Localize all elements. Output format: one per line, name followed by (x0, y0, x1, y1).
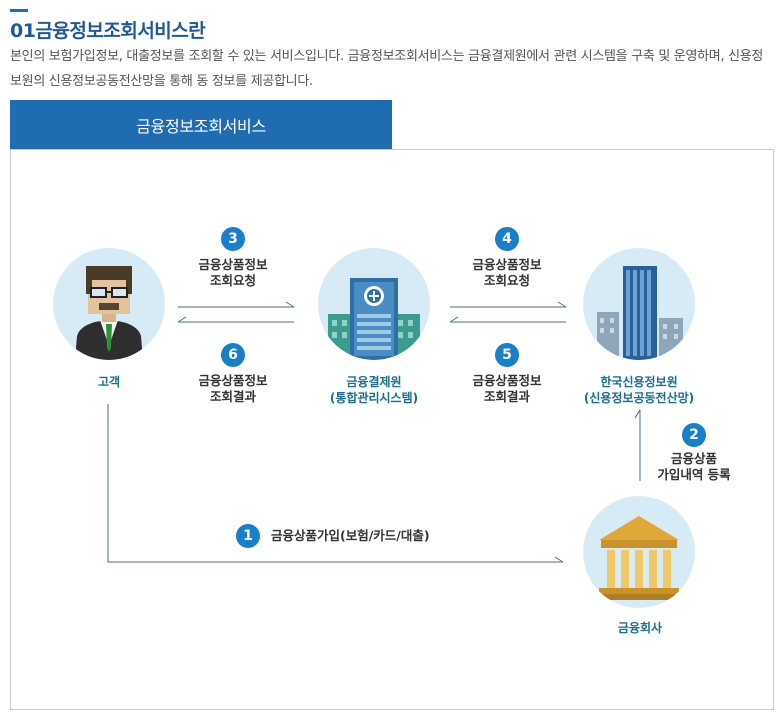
kftc-label: 금융결제원 (통합관리시스템) (329, 375, 419, 405)
kcis-node (583, 248, 695, 360)
kftc-node (318, 248, 430, 360)
step-5-badge: 5 (495, 343, 519, 367)
kcis-label: 한국신용정보원 (신용정보공동전산망) (583, 375, 695, 405)
customer-node (53, 248, 165, 360)
step-5-label: 금융상품정보 조회결과 (472, 373, 542, 404)
step-1-badge: 1 (236, 524, 260, 548)
diagram-panel (10, 149, 774, 710)
step-1-label: 금융상품가입(보험/카드/대출) (271, 528, 430, 543)
title-accent-bar (10, 9, 28, 12)
skyscraper-icon (597, 266, 683, 360)
bank-icon (595, 516, 683, 600)
bank-label: 금융회사 (617, 621, 663, 635)
step-2-badge: 2 (682, 423, 706, 447)
page-description: 본인의 보험가입정보, 대출정보를 조회할 수 있는 서비스입니다. 금융정보조… (10, 49, 764, 89)
step-2-label: 금융상품 가입내역 등록 (657, 451, 731, 482)
step-6-label: 금융상품정보 조회결과 (198, 373, 268, 404)
page-title: 01금융정보조회서비스란 (10, 20, 206, 42)
step-3-label: 금융상품정보 조회요청 (198, 257, 268, 288)
customer-label: 고객 (97, 375, 121, 389)
step-4-label: 금융상품정보 조회요청 (472, 257, 542, 288)
bank-node (583, 496, 695, 608)
step-3-badge: 3 (221, 227, 245, 251)
person-icon (75, 266, 143, 360)
tab-financial-info-service[interactable]: 금융정보조회서비스 (10, 100, 392, 149)
step-6-badge: 6 (221, 343, 245, 367)
building-icon (328, 278, 420, 360)
step-4-badge: 4 (495, 227, 519, 251)
